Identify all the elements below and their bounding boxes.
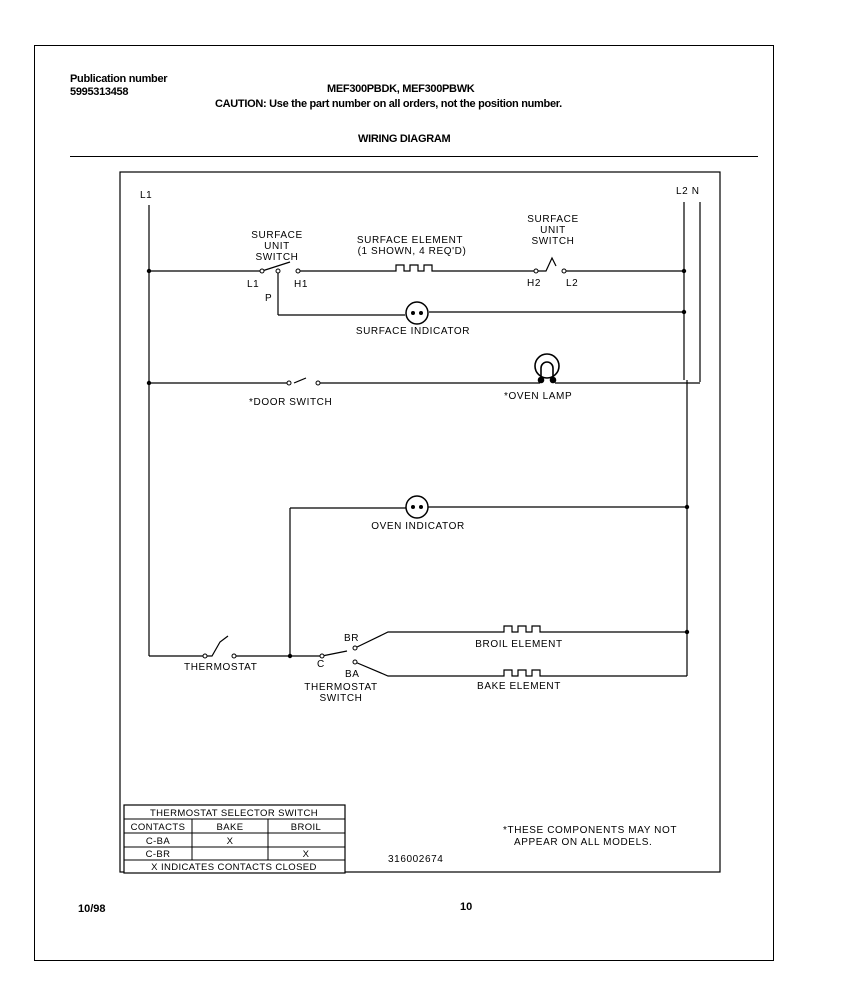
surface-indicator-label: SURFACE INDICATOR <box>356 326 470 337</box>
label-l1: L1 <box>140 190 152 201</box>
drawing-number: 316002674 <box>388 854 443 865</box>
table-header-contacts: CONTACTS <box>131 822 186 833</box>
label-term-l2: L2 <box>566 278 578 289</box>
surface-switch-right-label-1: SURFACE <box>527 214 578 225</box>
terminal-h2 <box>533 268 539 274</box>
table-title: THERMOSTAT SELECTOR SWITCH <box>150 808 318 819</box>
surface-switch-left-label-1: SURFACE <box>251 230 302 241</box>
label-term-p: P <box>265 293 272 304</box>
section-title: WIRING DIAGRAM <box>358 133 451 145</box>
diagram-border <box>119 171 721 873</box>
footnote-line-1: *THESE COMPONENTS MAY NOT <box>503 825 677 836</box>
terminal-c <box>319 653 325 659</box>
terminal-l2 <box>561 268 567 274</box>
terminal-br <box>352 645 358 651</box>
publication-number: 5995313458 <box>70 86 129 98</box>
junction-dot <box>681 309 687 315</box>
junction-dot <box>146 268 152 274</box>
junction-dot <box>287 653 293 659</box>
footnote-line-2: APPEAR ON ALL MODELS. <box>514 837 652 848</box>
oven-indicator-label: OVEN INDICATOR <box>371 521 465 532</box>
door-switch-label: *DOOR SWITCH <box>249 397 332 408</box>
thermostat-label: THERMOSTAT <box>184 662 257 673</box>
table-header-bake: BAKE <box>217 822 244 833</box>
caution-note: CAUTION: Use the part number on all orde… <box>215 98 562 110</box>
oven-lamp-icon <box>534 353 560 384</box>
oven-indicator-icon <box>405 495 429 519</box>
table-cell: X <box>303 849 310 860</box>
surface-switch-left-label-2: UNIT <box>264 241 290 252</box>
table-header-broil: BROIL <box>291 822 322 833</box>
broil-element-label: BROIL ELEMENT <box>475 639 562 650</box>
junction-dot <box>684 504 690 510</box>
footer-page-number: 10 <box>460 901 473 913</box>
label-term-h2: H2 <box>527 278 541 289</box>
table-cell: X <box>227 836 234 847</box>
table-note: X INDICATES CONTACTS CLOSED <box>151 862 317 873</box>
footer-date: 10/98 <box>78 903 106 915</box>
terminal-h1 <box>295 268 301 274</box>
bake-feed-wire <box>354 661 500 677</box>
door-switch-contact <box>293 377 307 384</box>
thermostat-switch-blade <box>321 650 348 657</box>
label-l2-n: L2 N <box>676 186 700 197</box>
junction-dot <box>684 629 690 635</box>
label-term-br: BR <box>344 633 359 644</box>
header-divider <box>70 156 758 157</box>
door-switch-terminal <box>315 380 321 386</box>
label-term-c: C <box>317 659 325 670</box>
junction-dot <box>681 268 687 274</box>
surface-element-label: SURFACE ELEMENT <box>357 235 463 246</box>
label-term-h1: H1 <box>294 279 308 290</box>
surface-element-qty: (1 SHOWN, 4 REQ'D) <box>358 246 467 257</box>
label-term-ba: BA <box>345 669 360 680</box>
thermostat-terminal <box>231 653 237 659</box>
surface-switch-right-label-3: SWITCH <box>531 236 574 247</box>
terminal-l1 <box>259 268 265 274</box>
broil-element-coil <box>500 625 544 633</box>
table-cell: C-BA <box>146 836 171 847</box>
thermostat-switch-label-1: THERMOSTAT <box>304 682 377 693</box>
terminal-p <box>275 268 281 274</box>
surface-switch-right-contact <box>536 256 557 272</box>
thermostat-terminal <box>202 653 208 659</box>
surface-switch-left-contact <box>261 261 291 272</box>
page-frame <box>34 45 774 961</box>
junction-dot <box>146 380 152 386</box>
surface-element-coil <box>392 264 436 272</box>
table-cell: C-BR <box>146 849 171 860</box>
thermostat-selector-table: THERMOSTAT SELECTOR SWITCH CONTACTS BAKE… <box>123 804 346 874</box>
terminal-ba <box>352 659 358 665</box>
thermostat-switch-label-2: SWITCH <box>319 693 362 704</box>
bake-element-label: BAKE ELEMENT <box>477 681 561 692</box>
surface-switch-right-label-2: UNIT <box>540 225 566 236</box>
broil-feed-wire <box>354 631 500 649</box>
thermostat-contact <box>205 635 229 657</box>
oven-lamp-label: *OVEN LAMP <box>504 391 572 402</box>
surface-switch-left-label-3: SWITCH <box>255 252 298 263</box>
surface-indicator-icon <box>405 301 429 325</box>
door-switch-terminal <box>286 380 292 386</box>
bake-element-coil <box>500 669 544 677</box>
label-term-l1: L1 <box>247 279 259 290</box>
model-numbers: MEF300PBDK, MEF300PBWK <box>327 83 475 95</box>
publication-label: Publication number <box>70 73 168 85</box>
